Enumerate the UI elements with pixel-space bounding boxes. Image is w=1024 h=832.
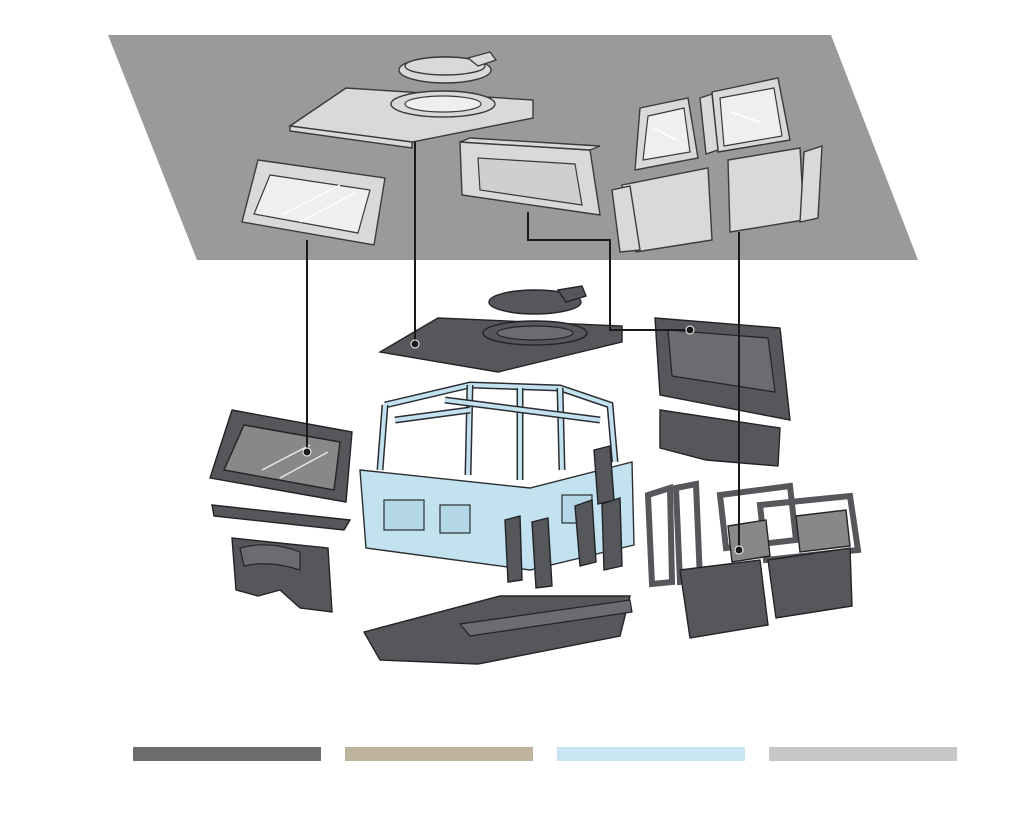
lower-cowl-bracket [211,504,352,531]
upper-rear-bulkhead-panel [459,137,601,216]
lower-windshield-frame [209,409,353,503]
lower-seat-supports [504,445,623,589]
frame-tube-highlight [378,404,387,471]
frame-tube-highlight [394,408,471,422]
upper-roof-panel [288,87,534,149]
lower-roof-panel [377,317,623,373]
lower-cab-frame [359,381,635,571]
lower-floor-pan [362,595,633,665]
frame-tube-highlight [444,398,601,422]
lower-dash-panel [231,537,333,613]
upper-roof-hatch [398,51,498,84]
lower-door-set [644,480,862,639]
frame-tube-highlight [384,382,617,463]
frame-tube-highlight [466,384,472,476]
leader-lines [302,142,744,555]
frame-tube-highlight [558,387,564,471]
lower-rear-bulkhead-panel [654,317,791,421]
upper-door-set [611,77,823,253]
upper-windshield-frame [241,159,386,246]
lower-roof-hatch [488,285,587,315]
lower-rear-lower-panel [659,409,781,467]
